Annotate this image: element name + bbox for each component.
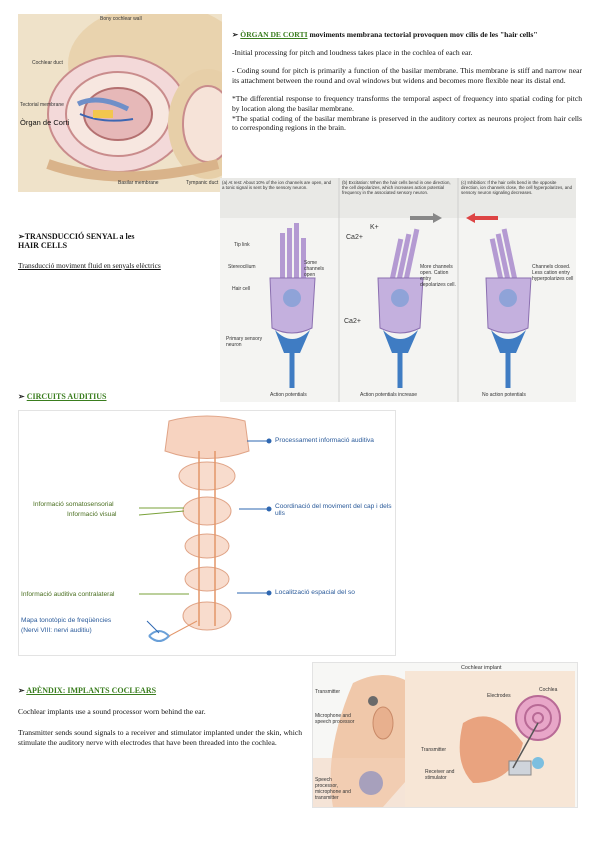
label-receiver-stimulator: Receiver and stimulator (425, 769, 455, 781)
label-basilar-membrane: Basilar membrane (118, 180, 159, 186)
label-bony-wall: Bony cochlear wall (100, 16, 142, 22)
label-no-action-potentials: No action potentials (482, 392, 526, 398)
organ-corti-subtitle: moviments membrana tectorial provoquen m… (309, 30, 538, 39)
label-stereocilium: Stereocilium (228, 264, 256, 270)
label-head-eye-coordination: Coordinació del moviment del cap i dels … (275, 503, 392, 517)
label-auditory-processing: Processament informació auditiva (275, 437, 374, 444)
label-visual-info: Informació visual (67, 511, 117, 518)
panel-b-caption: (b) Excitation: When the hair cells bend… (342, 180, 451, 195)
label-action-potentials-a: Action potentials (270, 392, 307, 398)
label-channels-closed: Channels closed. Less cation entry hyper… (532, 264, 574, 282)
label-cochlea: Cochlea (539, 687, 558, 693)
label-transmitter-ear: Transmitter (421, 747, 447, 753)
label-primary-sensory-neuron: Primary sensory neuron (226, 336, 263, 348)
paragraph-initial-processing: -Initial processing for pitch and loudne… (232, 47, 473, 57)
transduction-section: ➢TRANSDUCCIÓ SENYAL a les HAIR CELLS Tra… (18, 232, 218, 270)
cochlea-illustration (18, 14, 222, 192)
label-organ-corti: Òrgan de Corti (20, 118, 70, 127)
hair-cell-figure: (a) At rest: About 10% of the ion channe… (220, 178, 576, 402)
label-tectorial-membrane: Tectorial membrane (20, 102, 64, 108)
label-hair-cell: Hair cell (232, 286, 251, 292)
cochlea-figure: Bony cochlear wall Cochlear duct Tectori… (18, 14, 222, 192)
label-cochlear-duct: Cochlear duct (32, 60, 63, 66)
bullet-arrow: ➢ (18, 232, 25, 241)
label-speech-processor-transmitter: Speech processor, microphone and transmi… (315, 777, 351, 801)
label-more-channels-open: More channels open. Cation entry depolar… (420, 264, 456, 288)
section-title-circuits: CIRCUITS AUDITIUS (26, 392, 107, 401)
implant-figure-title: Cochlear implant (461, 665, 502, 671)
label-microphone-processor: Microphone and speech processor (315, 713, 355, 725)
bullet-arrow: ➢ (18, 392, 25, 401)
label-some-channels-open: Some channels open (304, 260, 325, 278)
label-ca-ion: Ca2+ (346, 234, 363, 241)
bullet-arrow: ➢ (232, 30, 239, 39)
auditory-pathway-diagram (138, 415, 272, 642)
panel-a-caption: (a) At rest: About 10% of the ion channe… (222, 180, 332, 190)
panel-c-caption: (c) Inhibition: If the hair cells bend i… (461, 180, 573, 195)
bullet-arrow: ➢ (18, 686, 25, 695)
label-tympanic-duct: Tympanic duct (186, 180, 219, 186)
transduction-title-line2: HAIR CELLS (18, 241, 68, 250)
transduction-subtitle: Transducció moviment fluid en senyals el… (18, 261, 161, 270)
circuits-section: ➢ CIRCUITS AUDITIUS (18, 392, 107, 401)
hair-cell-illustration (220, 178, 576, 402)
label-k-ion: K+ (370, 224, 379, 231)
paragraph-differential-response: *The differential response to frequency … (232, 94, 582, 113)
label-contralateral-info: Informació auditiva contralateral (21, 591, 115, 598)
label-electrodes: Electrodes (487, 693, 511, 699)
label-somatosensory-info: Informació somatosensorial (33, 501, 114, 508)
label-tip-link: Tip link (234, 242, 250, 248)
transduction-title-line1: TRANSDUCCIÓ SENYAL a les (24, 232, 135, 241)
paragraph-transmitter: Transmitter sends sound signals to a rec… (18, 728, 302, 747)
implants-section: ➢ APÈNDIX: IMPLANTS COCLEARS Cochlear im… (18, 686, 302, 747)
paragraph-coding-sound: - Coding sound for pitch is primarily a … (232, 66, 582, 85)
cochlear-implant-figure: Cochlear implant Transmitter Microphone … (312, 662, 578, 808)
organ-corti-section: ➢ ÒRGAN DE CORTI moviments membrana tect… (232, 30, 582, 133)
cochlear-implant-illustration (313, 671, 575, 807)
label-action-potentials-increase: Action potentials increase (360, 392, 417, 398)
label-ca-ion-lower: Ca2+ (344, 318, 361, 325)
section-title-organ-corti: ÒRGAN DE CORTI (240, 30, 308, 39)
label-auditory-nerve: (Nervi VIII: nervi auditiu) (21, 627, 92, 634)
section-title-implants: APÈNDIX: IMPLANTS COCLEARS (26, 686, 157, 695)
paragraph-sound-processor: Cochlear implants use a sound processor … (18, 706, 206, 716)
label-transmitter-head: Transmitter (315, 689, 341, 695)
paragraph-spatial-coding: *The spatial coding of the basilar membr… (232, 113, 582, 133)
auditory-circuits-figure: Processament informació auditiva Coordin… (18, 410, 396, 656)
label-sound-localization: Localització espacial del so (275, 589, 355, 596)
label-tonotopic-map: Mapa tonotòpic de freqüències (21, 617, 112, 624)
